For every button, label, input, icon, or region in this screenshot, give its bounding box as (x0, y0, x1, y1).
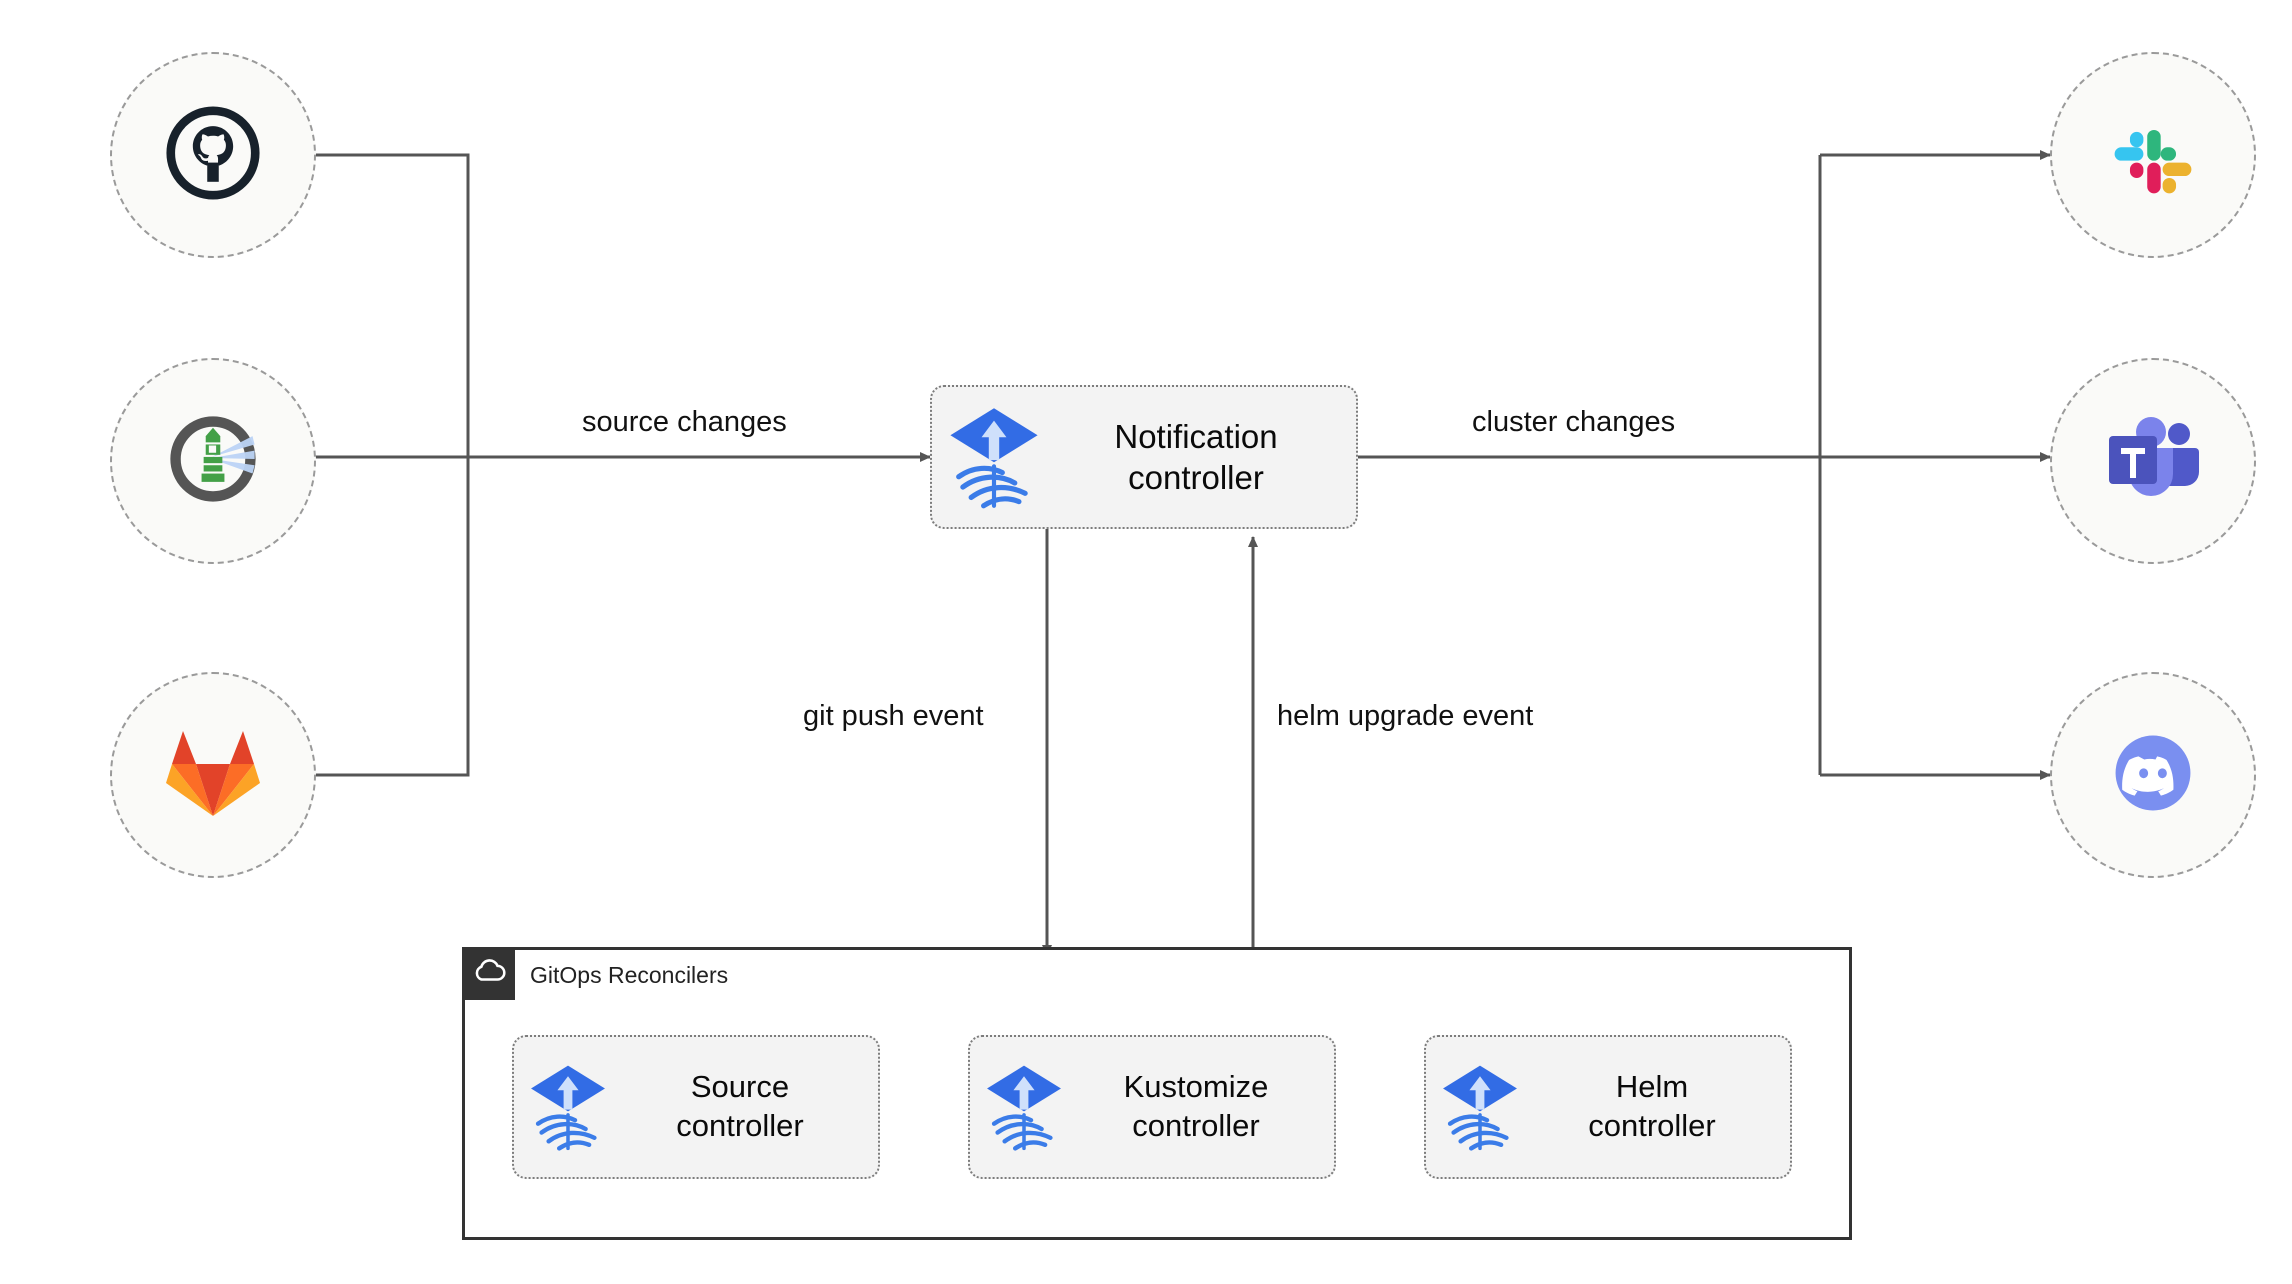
edge-label-source-changes: source changes (582, 406, 787, 438)
target-node-teams[interactable] (2050, 358, 2256, 564)
notification-controller-node[interactable]: Notification controller (930, 385, 1358, 529)
edge-label-helm-upgrade-event: helm upgrade event (1277, 700, 1534, 732)
flux-lighthouse-icon (161, 407, 265, 516)
flux-logo-icon (942, 402, 1046, 512)
reconciler-node-source[interactable]: Source controller (512, 1035, 880, 1179)
source-node-gitlab[interactable] (110, 672, 316, 878)
target-node-discord[interactable] (2050, 672, 2256, 878)
source-node-github[interactable] (110, 52, 316, 258)
gitlab-icon (163, 725, 263, 826)
reconciler-node-helm[interactable]: Helm controller (1424, 1035, 1792, 1179)
target-node-slack[interactable] (2050, 52, 2256, 258)
cloud-icon (472, 958, 506, 989)
reconciler-label-source: Source controller (676, 1069, 804, 1143)
github-icon (165, 105, 261, 206)
edge-label-cluster-changes: cluster changes (1472, 406, 1676, 438)
ms-teams-icon (2103, 412, 2203, 511)
slack-icon (2105, 105, 2201, 206)
edge-label-git-push-event: git push event (803, 700, 984, 732)
source-node-flux[interactable] (110, 358, 316, 564)
flux-logo-icon (980, 1060, 1068, 1154)
container-icon-tab (462, 947, 515, 1000)
reconciler-node-kustomize[interactable]: Kustomize controller (968, 1035, 1336, 1179)
notification-controller-label: Notification controller (1114, 417, 1278, 496)
flux-logo-icon (1436, 1060, 1524, 1154)
container-title: GitOps Reconcilers (530, 962, 729, 988)
reconciler-label-helm: Helm controller (1588, 1069, 1716, 1143)
flux-logo-icon (524, 1060, 612, 1154)
reconciler-label-kustomize: Kustomize controller (1123, 1069, 1269, 1143)
discord-icon (2101, 721, 2205, 830)
